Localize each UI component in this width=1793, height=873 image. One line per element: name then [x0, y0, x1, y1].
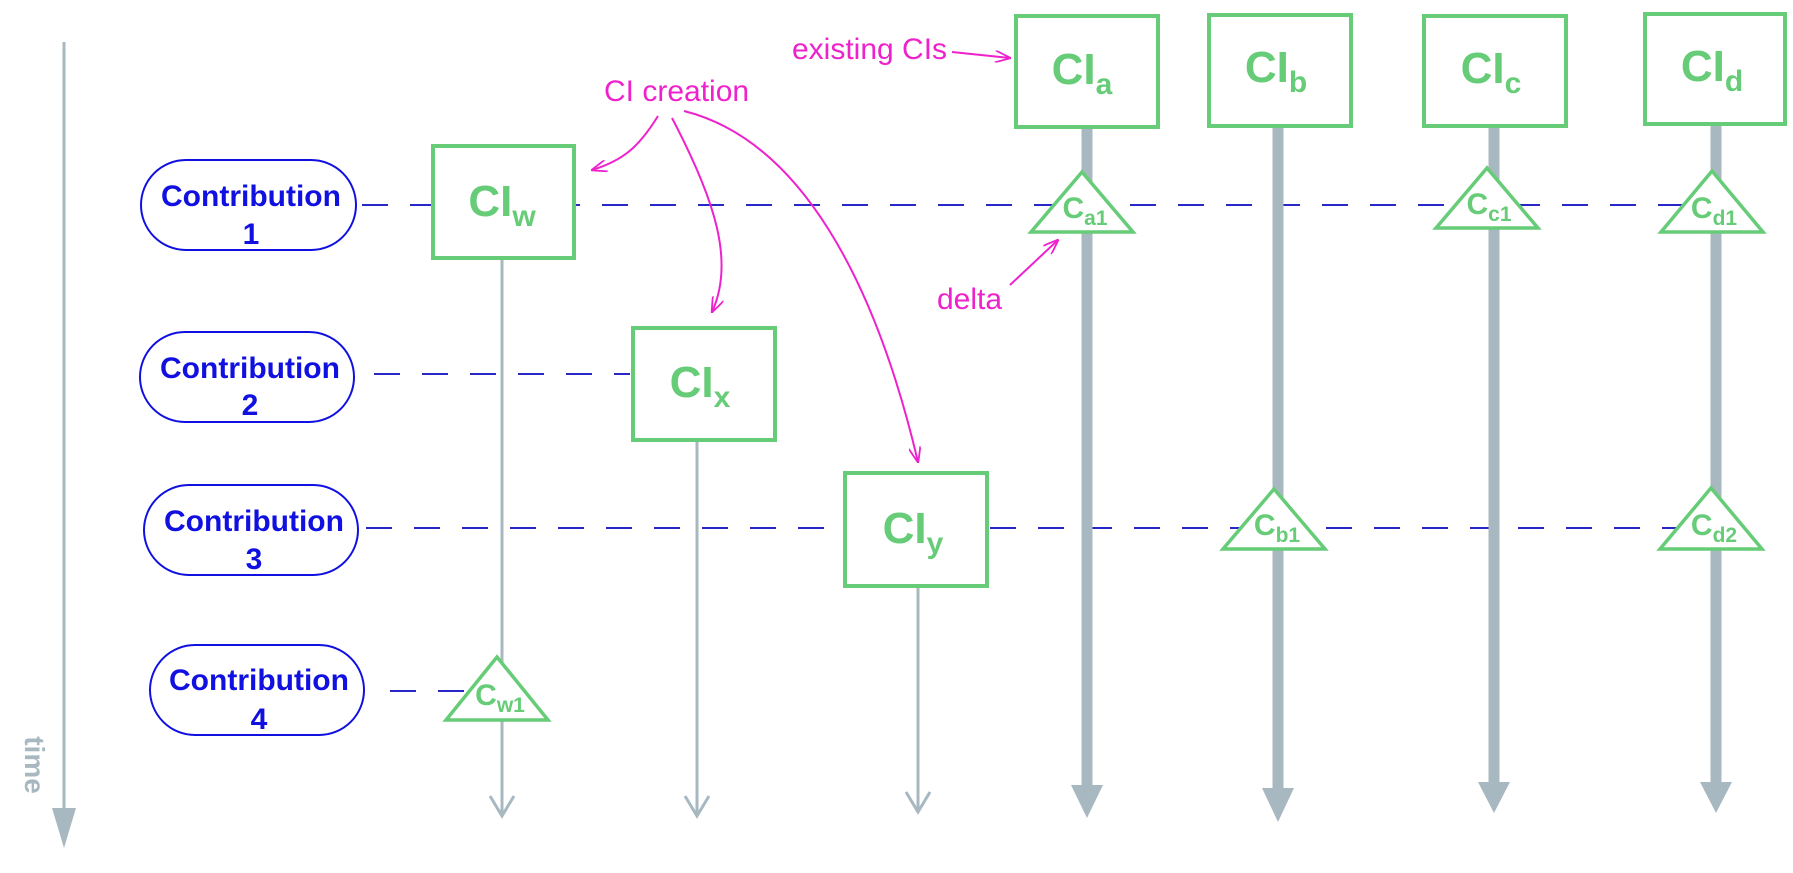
annotation-existing-arrow: [951, 52, 1010, 58]
ci-base: CI: [1245, 43, 1289, 92]
delta-base: C: [1691, 509, 1713, 542]
arrowhead-ci-a: [1071, 785, 1103, 818]
new-ci-timelines: [488, 258, 932, 819]
ci-box-d: CId: [1643, 12, 1787, 126]
contribution-number: 3: [246, 543, 263, 576]
existing-ci-arrowheads: [1071, 782, 1732, 822]
delta-b1: Cb1: [1219, 486, 1329, 551]
delta-sub: d1: [1713, 207, 1738, 230]
time-label: time: [19, 736, 50, 794]
arrowhead-ci-x: [683, 795, 711, 819]
ci-sub: x: [714, 381, 731, 414]
arrowhead-ci-d: [1700, 782, 1732, 813]
annotation-ci-creation: CI creation: [592, 75, 918, 462]
annotation-delta-label: delta: [937, 283, 1002, 316]
ci-box-a: CIa: [1014, 14, 1160, 129]
contribution-4: Contribution 4: [149, 644, 365, 736]
delta-base: C: [475, 679, 497, 712]
delta-base: C: [1062, 192, 1084, 225]
arrowhead-ci-c: [1478, 782, 1510, 813]
svg-text:Cb1: Cb1: [1254, 509, 1300, 547]
delta-d1: Cd1: [1657, 168, 1767, 234]
ci-box-c: CIc: [1422, 14, 1568, 128]
svg-text:Cc1: Cc1: [1466, 188, 1511, 226]
delta-c1: Cc1: [1432, 165, 1542, 230]
delta-d2: Cd2: [1656, 485, 1766, 551]
arrowhead-ci-w: [488, 795, 516, 819]
annotation-delta: delta: [937, 240, 1058, 316]
delta-a1: Ca1: [1027, 169, 1137, 234]
existing-ci-timelines: [1081, 124, 1722, 792]
annotation-existing-label: existing CIs: [792, 33, 947, 66]
contribution-2: Contribution 2: [139, 331, 355, 423]
ci-sub: a: [1096, 68, 1113, 101]
ci-base: CI: [1052, 45, 1096, 94]
ci-base: CI: [468, 177, 512, 226]
contribution-1: Contribution 1: [140, 159, 357, 251]
svg-text:CIb: CIb: [1245, 43, 1307, 99]
ci-sub: b: [1289, 66, 1307, 99]
ci-sub: c: [1505, 67, 1522, 100]
ci-base: CI: [883, 504, 927, 553]
ci-sub: y: [927, 527, 944, 560]
delta-sub: w1: [496, 694, 525, 717]
svg-text:CIc: CIc: [1461, 44, 1522, 100]
delta-w1: Cw1: [442, 654, 552, 722]
annotation-creation-arrow-y: [683, 110, 918, 462]
annotation-creation-label: CI creation: [604, 75, 749, 108]
contribution-label: Contribution: [161, 180, 341, 213]
ci-base: CI: [1681, 42, 1725, 91]
arrowhead-ci-y: [904, 791, 932, 815]
contribution-label: Contribution: [169, 664, 349, 697]
ci-base: CI: [1461, 44, 1505, 93]
ci-sub: d: [1725, 65, 1743, 98]
contribution-label: Contribution: [164, 505, 344, 538]
contribution-number: 4: [251, 703, 268, 736]
svg-text:CIw: CIw: [468, 177, 536, 233]
arrowhead-ci-b: [1262, 788, 1294, 822]
svg-text:CId: CId: [1681, 42, 1743, 98]
contribution-number: 2: [242, 389, 259, 422]
ci-box-y: CIy: [843, 471, 989, 588]
svg-text:CIy: CIy: [883, 504, 944, 560]
delta-base: C: [1466, 188, 1488, 221]
contribution-3: Contribution 3: [143, 484, 359, 576]
svg-text:Cd2: Cd2: [1691, 509, 1737, 547]
time-axis: time: [19, 42, 76, 848]
annotation-delta-arrow: [1009, 240, 1058, 286]
annotation-creation-arrow-w: [592, 115, 659, 170]
annotation-existing-cis: existing CIs: [792, 33, 1010, 66]
annotation-creation-arrow-x: [671, 117, 722, 312]
ci-box-w: CIw: [431, 144, 576, 260]
svg-text:CIa: CIa: [1052, 45, 1113, 101]
svg-text:CIx: CIx: [670, 358, 731, 414]
svg-text:Cd1: Cd1: [1691, 192, 1737, 230]
svg-text:Ca1: Ca1: [1062, 192, 1107, 230]
contribution-rows: [362, 204, 1725, 692]
contribution-number: 1: [243, 218, 260, 251]
svg-text:Cw1: Cw1: [475, 679, 525, 717]
delta-sub: a1: [1084, 207, 1108, 230]
ci-base: CI: [670, 358, 714, 407]
delta-base: C: [1691, 192, 1713, 225]
ci-box-b: CIb: [1207, 13, 1353, 128]
ci-box-x: CIx: [631, 326, 777, 442]
time-arrowhead: [52, 808, 76, 848]
delta-base: C: [1254, 509, 1276, 542]
delta-sub: d2: [1713, 524, 1738, 547]
delta-sub: b1: [1276, 524, 1301, 547]
delta-sub: c1: [1488, 203, 1512, 226]
ci-sub: w: [511, 200, 536, 233]
contribution-label: Contribution: [160, 352, 340, 385]
